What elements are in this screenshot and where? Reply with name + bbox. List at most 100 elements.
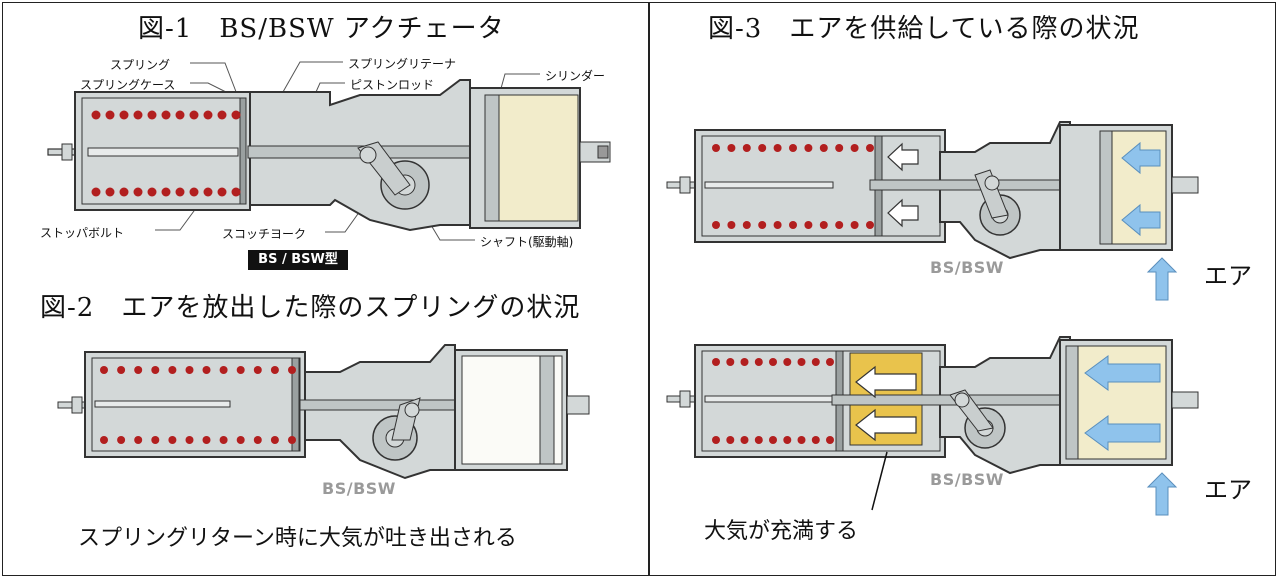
spring-coil-dot [202,436,211,444]
spring-coil-dot [804,221,813,229]
spring-coil-dot [219,366,228,374]
spring-coil-dot [811,436,820,444]
spring-coil-dot [253,436,262,444]
spring-coil-dot [866,144,874,152]
spring-coil-dot [189,110,199,120]
spring-coil-dot [288,366,296,374]
spring-coil-dot [288,436,296,444]
spring-coil-dot [712,358,720,366]
spring-coil-dot [783,436,792,444]
fig3-title: 図-3 エアを供給している際の状況 [708,14,1140,44]
spring-coil-dot [742,144,751,152]
spring-coil-dot [91,110,101,120]
fig3-bottom-air-label: エア [1204,476,1252,504]
fig2-spring-dots [100,366,296,444]
spring-coil-dot [797,358,806,366]
spring-coil-dot [253,366,262,374]
type-badge: BS / BSW型 [248,250,348,270]
spring-coil-dot [850,221,859,229]
spring-coil-dot [105,187,115,197]
spring-coil-dot [712,144,720,152]
spring-coil-dot [189,187,199,197]
spring-coil-dot [133,187,143,197]
fig1-actuator-diagram [47,61,611,241]
spring-coil-dot [819,144,828,152]
spring-coil-dot [742,221,751,229]
spring-coil-dot [789,144,797,152]
spring-coil-dot [168,436,177,444]
spring-coil-dot [773,221,782,229]
spring-coil-dot [117,436,126,444]
spring-coil-dot [151,436,160,444]
label-spring: スプリング [110,58,171,72]
fig3-top-spring-dots [712,144,874,229]
spring-coil-dot [769,436,777,444]
spring-coil-dot [712,221,720,229]
spring-coil-dot [175,110,185,120]
spring-coil-dot [811,358,820,366]
spring-coil-dot [119,110,129,120]
fig3-bottom-spring-dots [712,358,834,444]
spring-coil-dot [850,144,859,152]
fig1-spring-dots [91,110,241,197]
spring-coil-dot [134,436,143,444]
spring-coil-dot [185,436,194,444]
spring-coil-dot [758,144,767,152]
spring-coil-dot [758,221,767,229]
spring-coil-dot [270,366,279,374]
spring-coil-dot [151,366,160,374]
fig3-top-model-label: BS/BSW [930,258,1004,277]
spring-coil-dot [117,366,126,374]
spring-coil-dot [134,366,143,374]
spring-coil-dot [217,187,227,197]
spring-coil-dot [835,144,844,152]
spring-coil-dot [105,110,115,120]
spring-coil-dot [835,221,844,229]
spring-coil-dot [754,436,763,444]
spring-coil-dot [797,436,806,444]
spring-coil-dot [175,187,185,197]
fig3-bottom-model-label: BS/BSW [930,470,1004,489]
spring-coil-dot [161,187,171,197]
spring-coil-dot [147,187,157,197]
label-shaft: シャフト(駆動軸) [480,235,574,249]
fig2-model-label: BS/BSW [322,479,396,498]
spring-coil-dot [826,436,834,444]
spring-coil-dot [866,221,874,229]
spring-coil-dot [769,358,777,366]
spring-coil-dot [100,366,108,374]
spring-coil-dot [185,366,194,374]
spring-coil-dot [789,221,797,229]
spring-coil-dot [91,187,101,197]
spring-coil-dot [726,358,735,366]
fig3-callout: 大気が充満する [704,519,859,544]
spring-coil-dot [236,436,245,444]
label-cylinder: シリンダー [545,69,606,83]
spring-coil-dot [783,358,792,366]
spring-coil-dot [712,436,720,444]
spring-coil-dot [819,221,828,229]
label-stopper-bolt: ストッパボルト [40,226,125,240]
label-spring-retainer: スプリングリテーナ [348,57,457,71]
spring-coil-dot [740,358,749,366]
spring-coil-dot [147,110,157,120]
spring-coil-dot [754,358,763,366]
spring-coil-dot [270,436,279,444]
spring-coil-dot [726,436,735,444]
spring-coil-dot [219,436,228,444]
spring-coil-dot [727,221,736,229]
spring-coil-dot [161,110,171,120]
spring-coil-dot [168,366,177,374]
spring-coil-dot [203,187,213,197]
fig2-title: 図-2 エアを放出した際のスプリングの状況 [40,293,581,323]
spring-coil-dot [119,187,129,197]
fig2-actuator-diagram [57,344,590,480]
spring-coil-dot [217,110,227,120]
spring-coil-dot [740,436,749,444]
spring-coil-dot [773,144,782,152]
spring-coil-dot [804,144,813,152]
spring-coil-dot [202,366,211,374]
